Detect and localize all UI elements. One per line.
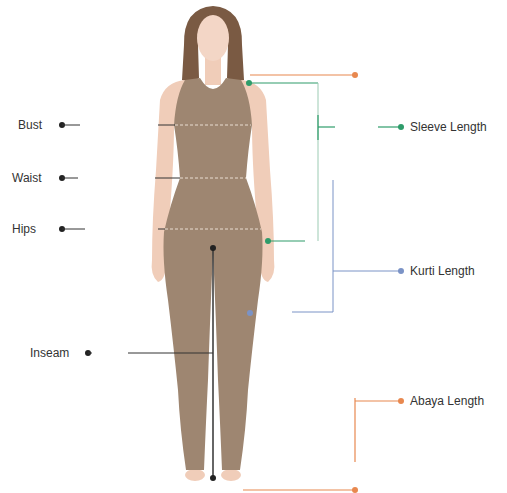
sleeve-bracket: [318, 83, 319, 241]
sleeve-bracket: [249, 82, 318, 83]
face: [197, 15, 229, 61]
measurement-label: Abaya Length: [410, 393, 484, 409]
measurement-label: Bust: [18, 117, 42, 133]
leader-line: [128, 353, 213, 354]
measurement-label: Sleeve Length: [410, 119, 487, 135]
kurti-dot: [398, 268, 404, 274]
inseam-dot: [210, 245, 216, 251]
leader-dot: [85, 350, 91, 356]
kurti-dot: [247, 310, 253, 316]
hips-girth-line: [165, 229, 261, 230]
abaya-bracket: [355, 400, 401, 401]
measurement-label: Inseam: [30, 345, 69, 361]
measurement-label: Kurti Length: [410, 263, 475, 279]
sleeve-dot: [246, 80, 252, 86]
abaya-bracket: [250, 74, 355, 75]
kurti-bracket: [333, 180, 334, 312]
sleeve-bracket: [318, 126, 335, 127]
kurti-bracket: [333, 271, 401, 272]
right-foot: [221, 469, 241, 481]
leader-line: [155, 178, 180, 179]
waist-girth-line: [180, 178, 246, 179]
sleeve-dot: [265, 238, 271, 244]
sleeve-bracket: [268, 240, 305, 241]
kurti-bracket: [292, 312, 333, 313]
sleeve-dot: [398, 124, 404, 130]
leader-line: [158, 125, 175, 126]
abaya-bracket: [354, 398, 355, 462]
leader-line: [62, 178, 78, 179]
inseam-line: [212, 248, 214, 478]
abaya-dot: [352, 72, 358, 78]
abaya-bracket: [243, 489, 355, 490]
leader-line: [62, 229, 85, 230]
measurement-label: Waist: [12, 170, 42, 186]
leader-line: [62, 125, 80, 126]
leader-line: [88, 353, 92, 354]
inseam-dot: [210, 475, 216, 481]
leader-line: [158, 229, 165, 230]
left-foot: [185, 469, 205, 481]
abaya-dot: [352, 487, 358, 493]
measurement-label: Hips: [12, 221, 36, 237]
abaya-dot: [398, 398, 404, 404]
sleeve-bracket: [378, 126, 401, 127]
bust-girth-line: [175, 125, 251, 126]
